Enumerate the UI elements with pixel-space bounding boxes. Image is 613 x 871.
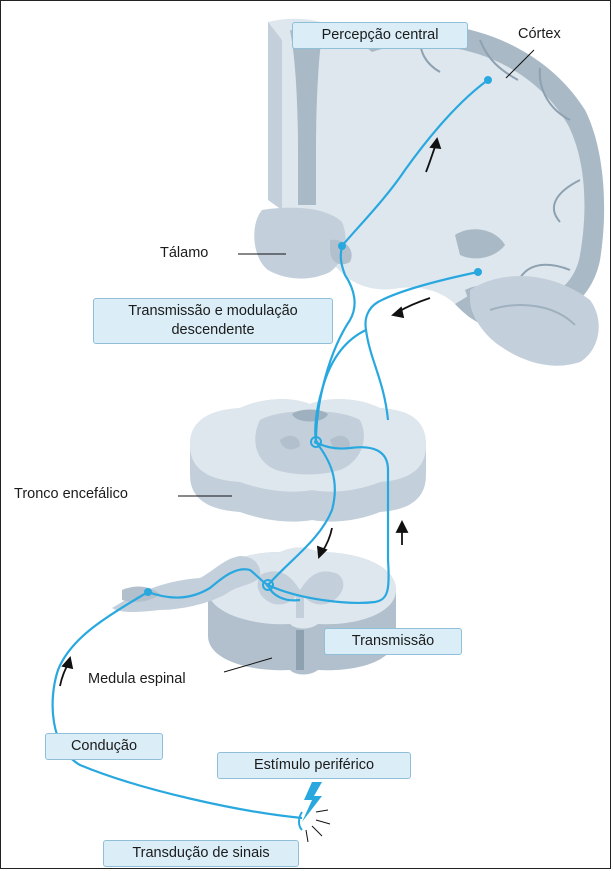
label-medula-espinal: Medula espinal [88, 671, 186, 687]
label-transducao-sinais: Transdução de sinais [103, 840, 299, 867]
label-transmissao-modulacao-line1: Transmissão e modulação [102, 302, 324, 321]
spinal-cord-section [112, 548, 396, 675]
node-brainstem-inner [314, 440, 318, 444]
node-cortex [484, 76, 492, 84]
label-transmissao: Transmissão [324, 628, 462, 655]
label-estimulo-periferico: Estímulo periférico [217, 752, 411, 779]
label-percepcao-central: Percepção central [292, 22, 468, 49]
label-transmissao-modulacao-line2: descendente [102, 321, 324, 340]
label-talamo: Tálamo [160, 245, 208, 261]
node-thalamus [338, 242, 346, 250]
label-cortex: Córtex [518, 26, 561, 42]
node-cortex-lower [474, 268, 482, 276]
brainstem-section [190, 399, 426, 522]
label-conducao: Condução [45, 733, 163, 760]
label-transmissao-modulacao: Transmissão e modulação descendente [93, 298, 333, 344]
node-spinal-inner [266, 583, 270, 587]
label-tronco-encefalico: Tronco encefálico [14, 486, 128, 502]
node-ganglion [144, 588, 152, 596]
stimulus-bolt-icon [299, 782, 330, 842]
